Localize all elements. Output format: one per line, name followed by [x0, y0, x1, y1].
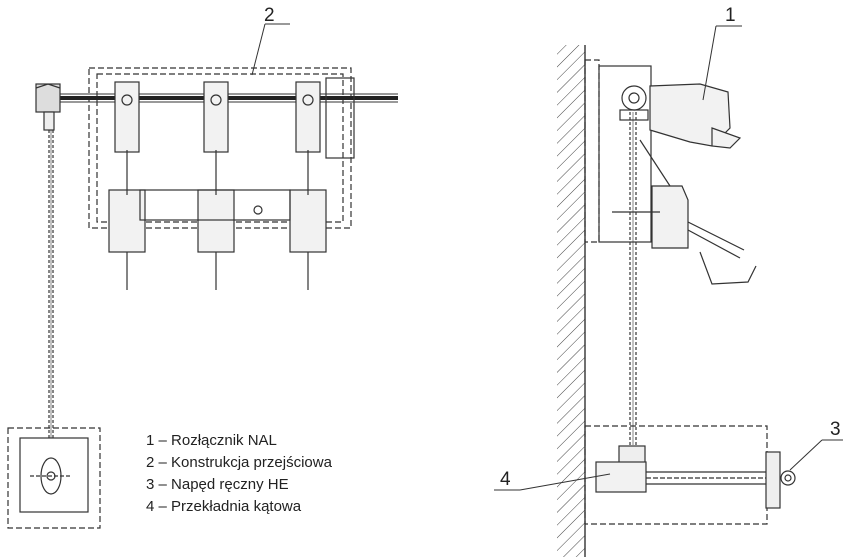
leader-line-2: [251, 23, 266, 76]
legend-item: 2 – Konstrukcja przejściowa: [146, 454, 332, 471]
switch-body: [619, 83, 742, 149]
callout-2: 2: [264, 5, 275, 26]
right-view: [494, 25, 843, 557]
callout-3: 3: [830, 419, 841, 440]
switch-arm: [612, 139, 757, 285]
wall-hatching: [557, 45, 585, 557]
legend-item: 1 – Rozłącznik NAL: [146, 432, 277, 449]
switch-pole-3: [289, 81, 327, 290]
switch-pole-2: [197, 81, 235, 290]
angle-gear-left: [35, 83, 61, 131]
leader-line-4: [519, 473, 611, 491]
hand-drive-he: [765, 451, 796, 509]
callout-1: 1: [725, 5, 736, 26]
left-view: [7, 23, 398, 529]
switch-pole-1: [108, 81, 146, 290]
leader-line-3: [789, 439, 823, 471]
hand-drive-left-view: [7, 427, 101, 529]
angle-gear: [595, 445, 770, 493]
leader-line-1: [702, 25, 717, 101]
legend: 1 – Rozłącznik NAL 2 – Konstrukcja przej…: [146, 430, 332, 518]
legend-item: 4 – Przekładnia kątowa: [146, 498, 302, 515]
legend-item: 3 – Napęd ręczny HE: [146, 476, 289, 493]
callout-4: 4: [500, 469, 511, 490]
